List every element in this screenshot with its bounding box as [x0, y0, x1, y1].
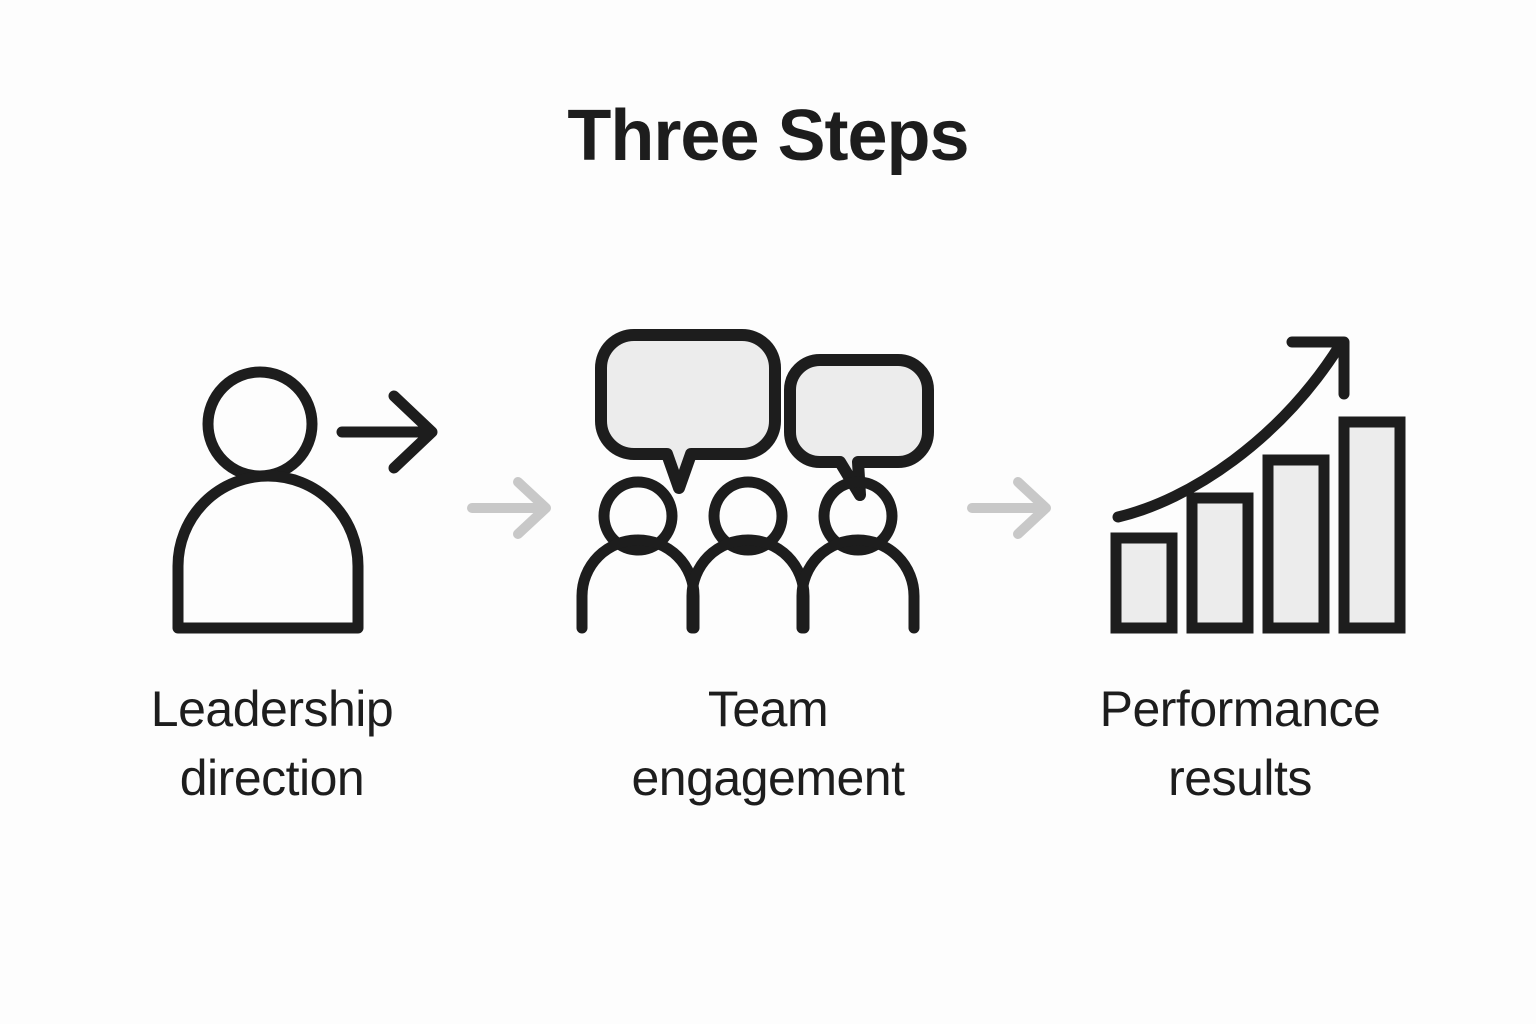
arrow-step2-to-step3: [962, 468, 1072, 548]
bar-3: [1262, 454, 1330, 634]
step-leadership-direction: Leadership direction: [72, 320, 472, 820]
person-with-arrow-icon: [72, 320, 472, 650]
step-label-line1: Leadership: [150, 681, 394, 737]
direction-arrow-icon: [336, 390, 438, 474]
step-label-line1: Performance: [1099, 681, 1381, 737]
step-performance-results: Performance results: [1040, 320, 1440, 820]
step-label-line2: results: [1168, 750, 1312, 806]
team-member-head-icon: [708, 476, 788, 556]
arrow-step1-to-step2: [462, 468, 572, 548]
bar-1: [1110, 532, 1178, 634]
step-label-team: Team engagement: [568, 675, 968, 813]
right-arrow-icon: [967, 477, 1051, 539]
person-head-icon: [202, 366, 318, 482]
right-arrow-icon: [467, 477, 551, 539]
step-label-line2: engagement: [631, 750, 905, 806]
speech-bubble-large-icon: [595, 329, 781, 494]
step-label-line2: direction: [179, 750, 365, 806]
team-member-body-icon: [796, 534, 920, 634]
page-title: Three Steps: [567, 96, 969, 176]
step-label-performance: Performance results: [1040, 675, 1440, 813]
growth-arrow-icon: [1112, 336, 1350, 523]
step-label-line1: Team: [707, 681, 829, 737]
group-with-speech-bubbles-icon: [568, 320, 968, 650]
step-team-engagement: Team engagement: [568, 320, 968, 820]
growth-bar-chart-icon: [1040, 320, 1440, 650]
bar-2: [1186, 492, 1254, 634]
step-label-leadership: Leadership direction: [72, 675, 472, 813]
speech-bubble-small-icon: [784, 354, 934, 501]
team-member-head-icon: [598, 476, 678, 556]
team-member-head-icon: [818, 476, 898, 556]
bar-4: [1338, 416, 1406, 634]
person-body-icon: [172, 470, 364, 634]
